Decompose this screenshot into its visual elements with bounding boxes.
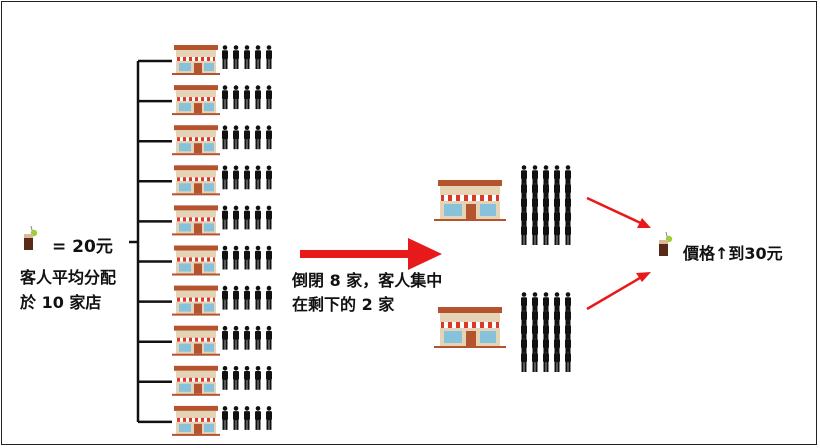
person-icon [244,165,250,190]
person-icon [244,205,250,230]
person-icon [255,205,261,230]
person-icon [244,245,250,270]
store-icon [172,85,220,116]
person-icon [233,325,239,350]
person-icon [233,406,239,430]
store-icon [172,405,220,436]
person-icon [266,205,272,230]
person-icon [244,406,250,430]
person-icon [233,245,239,270]
drink-icon [23,225,38,251]
person-icon [255,366,261,390]
store-row [172,245,272,276]
person-icon [266,125,272,150]
store-row [172,285,272,316]
person-icon [233,125,239,150]
store-icon [172,165,220,196]
store-icon [434,180,506,221]
person-icon [222,205,228,230]
person-icon [222,85,228,110]
converge-arrow-top [586,196,651,228]
store-row [172,165,272,196]
person-icon [244,366,250,390]
person-icon [244,125,250,150]
store-row [172,365,272,396]
person-icon [266,245,272,270]
person-icon [255,325,261,350]
person-icon [266,85,272,110]
store-icon [172,45,220,75]
store-icon [172,125,220,156]
store-row [172,405,272,436]
store-row [172,45,272,75]
person-icon [255,406,261,430]
store-icon [172,205,220,236]
store-row [172,85,272,116]
person-icon [266,366,272,390]
person-icon [255,165,261,190]
person-icon [266,285,272,310]
person-icon [255,45,261,69]
person-icon [233,45,239,69]
person-icon [222,366,228,390]
person-icon [222,245,228,270]
store-icon [172,325,220,356]
person-icon [244,45,250,69]
person-icon [266,45,272,69]
person-icon [233,85,239,110]
store-row [434,292,571,372]
left-caption-line2: 於 10 家店 [20,293,102,312]
price-label: = 20元 [52,237,113,257]
store-row [172,125,272,156]
person-icon [266,406,272,430]
person-icon [222,45,228,69]
store-icon [172,365,220,396]
store-row [172,325,272,356]
store-row [172,205,272,236]
person-icon [255,245,261,270]
person-icon [222,125,228,150]
middle-caption-line2: 在剩下的 2 家 [292,295,395,314]
person-icon [244,85,250,110]
person-icon [222,325,228,350]
main-arrow [300,238,442,270]
person-icon [222,165,228,190]
right-store-group [434,165,571,372]
left-caption-line1: 客人平均分配 [20,268,117,287]
middle-caption-line1: 倒閉 8 家，客人集中 [292,271,443,290]
store-icon [172,245,220,276]
store-icon [172,285,220,316]
person-icon [266,165,272,190]
bracket [129,59,172,424]
store-icon [434,307,506,348]
left-store-group [172,45,272,436]
person-icon [244,285,250,310]
person-icon [233,366,239,390]
person-icon [255,85,261,110]
person-icon [255,125,261,150]
person-icon [233,165,239,190]
person-icon [233,285,239,310]
person-icon [255,285,261,310]
person-icon [266,325,272,350]
store-row [434,165,571,245]
person-icon [233,205,239,230]
converge-arrow-bottom [586,272,651,311]
person-icon [244,325,250,350]
person-icon [222,285,228,310]
person-icon [222,406,228,430]
result-label: 價格↑到30元 [683,244,783,263]
drink-icon [658,231,673,257]
